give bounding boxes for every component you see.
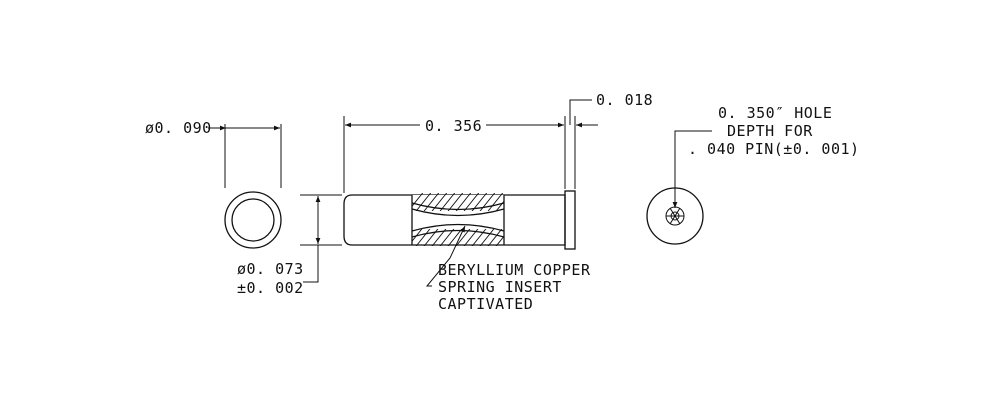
- hole-view-spring-slot-b: [669, 207, 681, 225]
- pin-dia-leader: [303, 245, 319, 283]
- hole-leader: [672, 130, 712, 208]
- flange: [564, 190, 576, 250]
- end-view-outer-circle: [224, 191, 282, 249]
- insert-leader: [425, 225, 466, 287]
- flange-leader: [569, 99, 592, 125]
- insert-upper-curve-inner: [411, 208, 505, 217]
- flange-label: 0. 018: [596, 91, 653, 109]
- pin-tolerance-label: ±0. 002: [237, 279, 304, 297]
- insert-note-line1: BERYLLIUM COPPER: [438, 261, 591, 279]
- hole-note-line1: 0. 350″ HOLE: [718, 104, 832, 122]
- insert-upper-curve: [411, 202, 505, 211]
- body-outline: [343, 194, 566, 246]
- insert-hatch-bottom: [412, 229, 504, 246]
- insert-note-line3: CAPTIVATED: [438, 295, 533, 313]
- end-view-inner-circle: [231, 198, 275, 242]
- hole-note-line2: DEPTH FOR: [727, 122, 813, 140]
- hole-note-line3: . 040 PIN(±0. 001): [688, 140, 860, 158]
- side-view: 0. 356 0. 018 ø0. 073 ±0. 002 BERYLLIUM …: [237, 91, 653, 313]
- length-label: 0. 356: [425, 117, 482, 135]
- insert-hatch-top: [412, 193, 504, 211]
- end-view: ø0. 090: [145, 119, 282, 249]
- insert-lower-curve-inner: [411, 223, 505, 232]
- insert-note-line2: SPRING INSERT: [438, 278, 562, 296]
- insert-lower-curve: [411, 229, 505, 238]
- hole-view: 0. 350″ HOLE DEPTH FOR . 040 PIN(±0. 001…: [646, 104, 860, 245]
- pin-diameter-label: ø0. 073: [237, 260, 304, 278]
- outer-diameter-label: ø0. 090: [145, 119, 212, 137]
